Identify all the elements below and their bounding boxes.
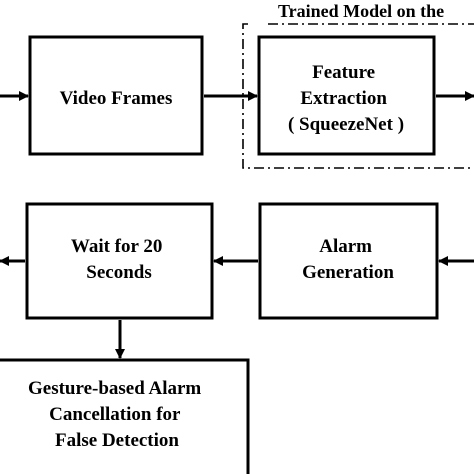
trained-model-group-label: Trained Model on the	[278, 1, 444, 21]
alarm-generation-box	[258, 202, 439, 320]
feature-extraction-label: Feature Extraction ( SqueezeNet )	[288, 62, 404, 135]
wait-label: Wait for 20 Seconds	[71, 236, 167, 283]
gesture-line-2: Cancellation for	[49, 404, 181, 425]
gesture-box	[0, 358, 250, 474]
wait-box	[25, 202, 214, 320]
feature-extraction-box	[257, 35, 436, 156]
video-frames-box	[28, 35, 204, 156]
wait-line-2: Seconds	[86, 262, 151, 283]
feature-extraction-line-2: Extraction	[300, 88, 387, 109]
alarm-generation-line-1: Alarm	[319, 236, 372, 257]
gesture-line-3: False Detection	[55, 430, 179, 451]
feature-extraction-line-3: ( SqueezeNet )	[288, 114, 404, 135]
alarm-generation-line-2: Generation	[302, 262, 394, 283]
wait-line-1: Wait for 20	[71, 236, 162, 257]
gesture-label: Gesture-based Alarm Cancellation for Fal…	[28, 378, 206, 451]
gesture-line-1: Gesture-based Alarm	[28, 378, 201, 399]
video-frames-line-1: Video Frames	[60, 88, 173, 109]
video-frames-label: Video Frames	[60, 88, 173, 109]
trained-model-group-border	[242, 23, 474, 169]
alarm-generation-label: Alarm Generation	[302, 236, 394, 283]
feature-extraction-line-1: Feature	[312, 62, 375, 83]
